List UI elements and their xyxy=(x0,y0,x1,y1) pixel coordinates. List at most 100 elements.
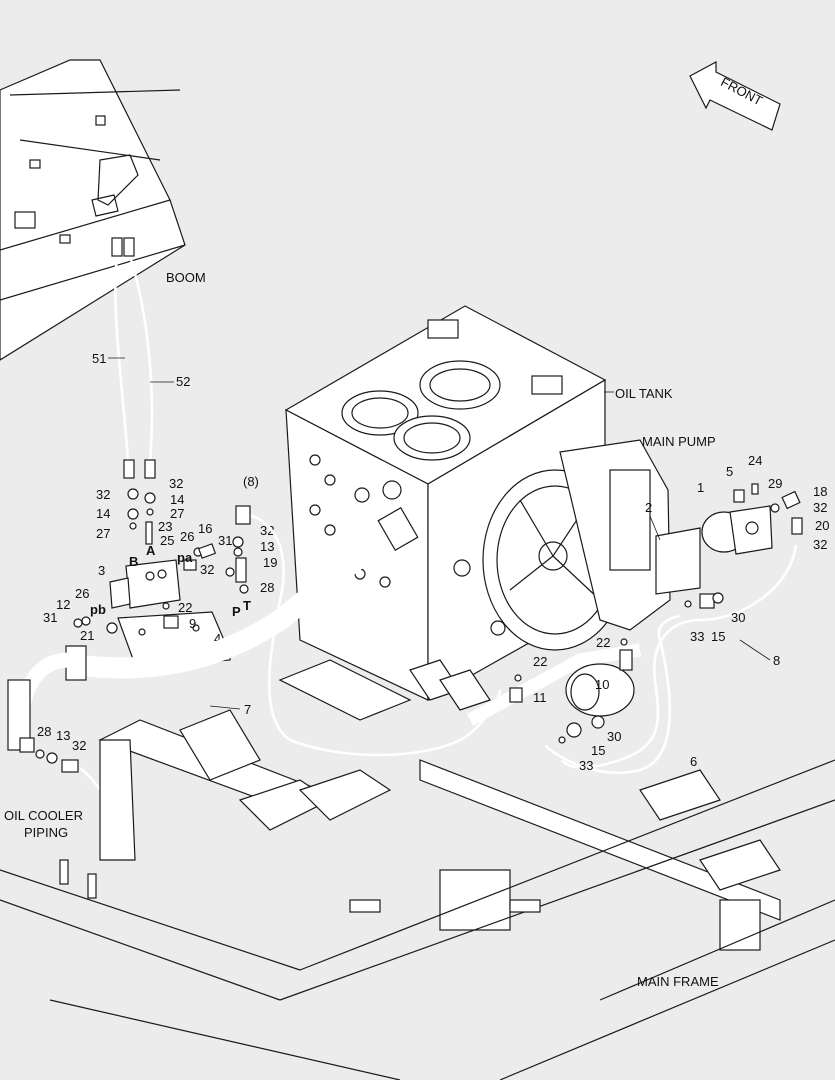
oring-33 xyxy=(684,600,692,608)
callout-32-a: 32 xyxy=(96,487,110,502)
port-p-label: P xyxy=(232,604,241,619)
clamp-11 xyxy=(509,687,523,703)
callout-28-a: 28 xyxy=(260,580,274,595)
main-pump-label: MAIN PUMP xyxy=(642,434,716,449)
port-pa-label: pa xyxy=(177,550,193,565)
fitting-12 xyxy=(73,618,83,628)
oring-30 xyxy=(591,715,605,729)
oil-cooler-label-line2: PIPING xyxy=(24,825,68,840)
callout-28-b: 28 xyxy=(37,724,51,739)
callout-7: 7 xyxy=(244,702,251,717)
callout-9: 9 xyxy=(189,616,196,631)
fitting-26 xyxy=(81,616,91,626)
callout-5: 5 xyxy=(726,464,733,479)
hose-fitting xyxy=(123,459,135,479)
fitting-32 xyxy=(225,567,235,577)
callout-13-b: 13 xyxy=(56,728,70,743)
callout-12: 12 xyxy=(56,597,70,612)
oil-cooler-piping xyxy=(7,652,114,821)
oring-27 xyxy=(146,508,154,516)
fitting-15 xyxy=(566,722,582,738)
fitting-14 xyxy=(144,492,156,504)
fitting-9 xyxy=(163,615,179,629)
oring-30 xyxy=(712,592,724,604)
port-t-label: T xyxy=(243,598,251,613)
callout-32-e: 32 xyxy=(72,738,86,753)
elbow-19 xyxy=(235,557,247,583)
callout-10: 10 xyxy=(595,677,609,692)
callout-52: 52 xyxy=(176,374,190,389)
hose-fitting xyxy=(123,237,135,257)
callout-20: 20 xyxy=(815,518,829,533)
callout-23: 23 xyxy=(158,519,172,534)
callout-2: 2 xyxy=(645,500,652,515)
oring-28 xyxy=(239,584,249,594)
callout-24: 24 xyxy=(748,453,762,468)
hose-51 xyxy=(114,249,130,461)
callout-25: 25 xyxy=(160,533,174,548)
hose-fitting xyxy=(235,505,251,525)
callout-8-ref: (8) xyxy=(243,474,259,489)
callout-31-a: 31 xyxy=(218,533,232,548)
callout-1: 1 xyxy=(697,480,704,495)
port-a-label: A xyxy=(146,543,156,558)
callout-32-c: 32 xyxy=(200,562,214,577)
boom-label: BOOM xyxy=(166,270,206,285)
fitting-31 xyxy=(232,536,244,548)
port-pb-label: pb xyxy=(90,602,106,617)
callout-19: 19 xyxy=(263,555,277,570)
callout-26-a: 26 xyxy=(180,529,194,544)
callout-11: 11 xyxy=(533,690,547,705)
callout-30-b: 30 xyxy=(607,729,621,744)
elbow-18 xyxy=(781,490,801,510)
clamp-11 xyxy=(619,649,633,671)
callout-32-d: 32 xyxy=(260,523,274,538)
callout-30-a: 30 xyxy=(731,610,745,625)
callout-33-b: 33 xyxy=(579,758,593,773)
fitting-23 xyxy=(145,521,153,545)
connector-20 xyxy=(791,517,803,535)
callout-14-a: 14 xyxy=(96,506,110,521)
callout-32-g: 32 xyxy=(813,537,827,552)
callout-27-a: 27 xyxy=(96,526,110,541)
oring-27 xyxy=(129,522,137,530)
callout-3: 3 xyxy=(98,563,105,578)
hose-7 xyxy=(65,506,419,681)
callout-22-c: 22 xyxy=(533,654,547,669)
hose-fitting xyxy=(111,237,123,257)
main-frame-label: MAIN FRAME xyxy=(637,974,719,989)
callout-21: 21 xyxy=(80,628,94,643)
hose-6 xyxy=(544,614,681,774)
hose-fitting xyxy=(144,459,156,479)
valve-block-3 xyxy=(109,559,197,609)
callout-8: 8 xyxy=(773,653,780,668)
callout-4: 4 xyxy=(214,631,221,646)
callout-13-a: 13 xyxy=(260,539,274,554)
oil-tank-label: OIL TANK xyxy=(615,386,673,401)
nut-22 xyxy=(162,602,170,610)
callout-14-b: 14 xyxy=(170,492,184,507)
callout-33-a: 33 xyxy=(690,629,704,644)
bolt-21 xyxy=(106,622,118,634)
main-pump-assembly xyxy=(482,439,701,651)
callout-26-b: 26 xyxy=(75,586,89,601)
callout-31-b: 31 xyxy=(43,610,57,625)
fitting-14 xyxy=(127,508,139,520)
hose-8 xyxy=(560,544,798,769)
callout-22-a: 22 xyxy=(178,600,192,615)
callout-15-a: 15 xyxy=(711,629,725,644)
bolt-5 xyxy=(733,489,745,503)
main-frame xyxy=(0,659,835,1080)
fitting-15 xyxy=(699,593,715,609)
callout-6: 6 xyxy=(690,754,697,769)
oil-cooler-label-line1: OIL COOLER xyxy=(4,808,83,823)
callout-16: 16 xyxy=(198,521,212,536)
fitting-14 xyxy=(127,488,139,500)
nut-22 xyxy=(514,674,522,682)
callout-29: 29 xyxy=(768,476,782,491)
pilot-gear-pump-1 xyxy=(701,505,773,555)
nut-22 xyxy=(620,638,628,646)
callout-27-b: 27 xyxy=(170,506,184,521)
callout-32-b: 32 xyxy=(169,476,183,491)
